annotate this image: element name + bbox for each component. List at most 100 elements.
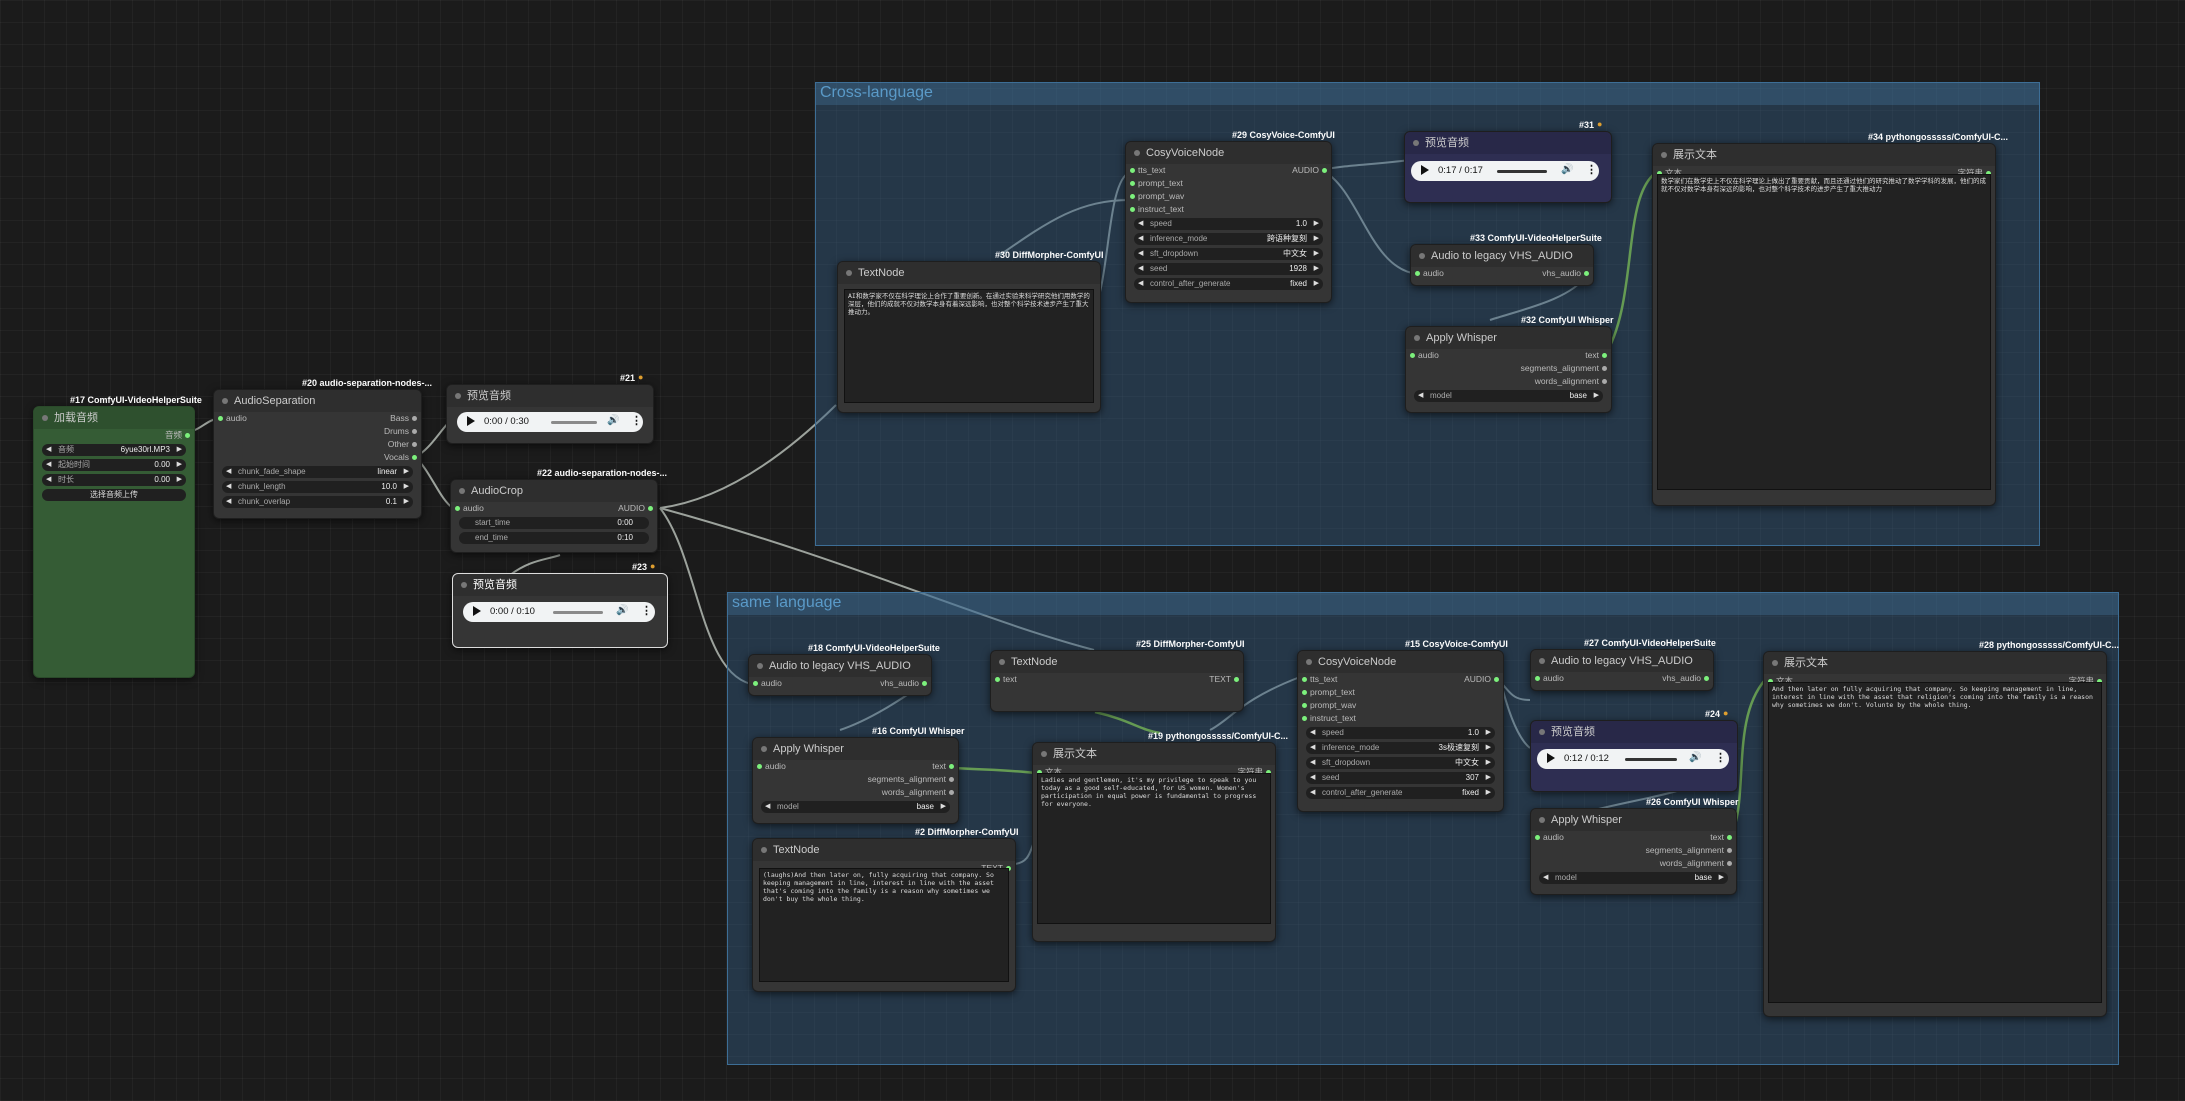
text-node[interactable]: TextNode TEXT (laughs)And then later on,… xyxy=(752,838,1016,992)
preview-audio-node[interactable]: 预览音频 0:00 / 0:10 🔊 ⋮ xyxy=(452,573,668,648)
volume-icon[interactable]: 🔊 xyxy=(616,605,629,616)
audio-player[interactable]: 0:00 / 0:10 🔊 ⋮ xyxy=(463,602,655,622)
show-text-node[interactable]: 展示文本 文本字符串 数学家们在数学史上不仅在科学理论上做出了重要贡献，而且还通… xyxy=(1652,143,1996,506)
progress-bar[interactable] xyxy=(553,611,603,614)
input-socket-text[interactable]: 文本字符串 xyxy=(1767,676,2102,686)
text-display[interactable]: Ladies and gentlemen, it's my privilege … xyxy=(1037,773,1271,924)
output-socket-words[interactable]: words_alignment xyxy=(1659,858,1733,868)
progress-bar[interactable] xyxy=(1625,758,1677,761)
input-socket-text[interactable]: 文本字符串 xyxy=(1036,767,1271,777)
output-socket-segments[interactable]: segments_alignment xyxy=(1520,363,1608,373)
more-options-icon[interactable]: ⋮ xyxy=(631,415,642,427)
audio-player[interactable]: 0:00 / 0:30 🔊 ⋮ xyxy=(457,412,643,432)
text-display[interactable]: 数学家们在数学史上不仅在科学理论上做出了重要贡献，而且还通过他们的研究推动了数学… xyxy=(1657,174,1991,490)
input-socket-instruct-text[interactable]: instruct_text xyxy=(1302,713,1356,723)
play-icon[interactable] xyxy=(1547,753,1555,763)
volume-icon[interactable]: 🔊 xyxy=(1561,164,1574,175)
input-socket-instruct-text[interactable]: instruct_text xyxy=(1130,204,1184,214)
output-socket-words[interactable]: words_alignment xyxy=(881,787,955,797)
input-socket-prompt-text[interactable]: prompt_text xyxy=(1130,178,1183,188)
audio-player[interactable]: 0:17 / 0:17 🔊 ⋮ xyxy=(1411,161,1599,181)
preview-audio-node[interactable]: 预览音频 0:00 / 0:30 🔊 ⋮ xyxy=(446,384,654,444)
progress-bar[interactable] xyxy=(551,421,597,424)
play-icon[interactable] xyxy=(473,606,481,616)
node-title: 预览音频 xyxy=(1531,721,1737,743)
text-display[interactable]: And then later on fully acquiring that c… xyxy=(1768,682,2102,1003)
preview-audio-node[interactable]: 预览音频 0:12 / 0:12 🔊 ⋮ xyxy=(1530,720,1738,792)
more-options-icon[interactable]: ⋮ xyxy=(641,605,652,617)
output-socket-segments[interactable]: segments_alignment xyxy=(867,774,955,784)
output-socket-segments[interactable]: segments_alignment xyxy=(1645,845,1733,855)
show-text-node[interactable]: 展示文本 文本字符串 And then later on fully acqui… xyxy=(1763,651,2107,1017)
text-input[interactable]: (laughs)And then later on, fully acquiri… xyxy=(759,868,1009,982)
audio-player[interactable]: 0:12 / 0:12 🔊 ⋮ xyxy=(1537,749,1729,769)
play-icon[interactable] xyxy=(1421,165,1429,175)
more-options-icon[interactable]: ⋮ xyxy=(1586,164,1597,176)
input-socket-prompt-wav[interactable]: prompt_wav xyxy=(1129,191,1185,201)
output-socket-audio[interactable]: 音频 xyxy=(164,430,191,440)
play-icon[interactable] xyxy=(467,416,475,426)
output-socket-words[interactable]: words_alignment xyxy=(1534,376,1608,386)
more-options-icon[interactable]: ⋮ xyxy=(1715,752,1726,764)
output-socket-other[interactable]: Other xyxy=(387,439,418,449)
text-input[interactable]: AI和数学家不仅在科学理论上合作了重要创新。在通过实验来科学研究他们用数学的深层… xyxy=(844,289,1094,403)
input-socket-prompt-wav[interactable]: prompt_wav xyxy=(1301,700,1357,710)
volume-icon[interactable]: 🔊 xyxy=(1689,752,1702,763)
preview-audio-node[interactable]: 预览音频 0:17 / 0:17 🔊 ⋮ xyxy=(1404,131,1612,203)
progress-bar[interactable] xyxy=(1497,170,1547,173)
upload-audio-button[interactable]: 选择音频上传 xyxy=(42,489,186,501)
show-text-node[interactable]: 展示文本 文本字符串 Ladies and gentlemen, it's my… xyxy=(1032,742,1276,942)
input-socket-text[interactable]: 文本字符串 xyxy=(1656,168,1991,178)
text-node[interactable]: TextNode AI和数学家不仅在科学理论上合作了重要创新。在通过实验来科学研… xyxy=(837,261,1101,413)
input-socket-prompt-text[interactable]: prompt_text xyxy=(1302,687,1355,697)
output-socket-drums[interactable]: Drums xyxy=(383,426,418,436)
node-title: Audio to legacy VHS_AUDIO xyxy=(1411,245,1593,267)
output-socket-vocals[interactable]: Vocals xyxy=(383,452,418,462)
volume-icon[interactable]: 🔊 xyxy=(607,415,620,426)
